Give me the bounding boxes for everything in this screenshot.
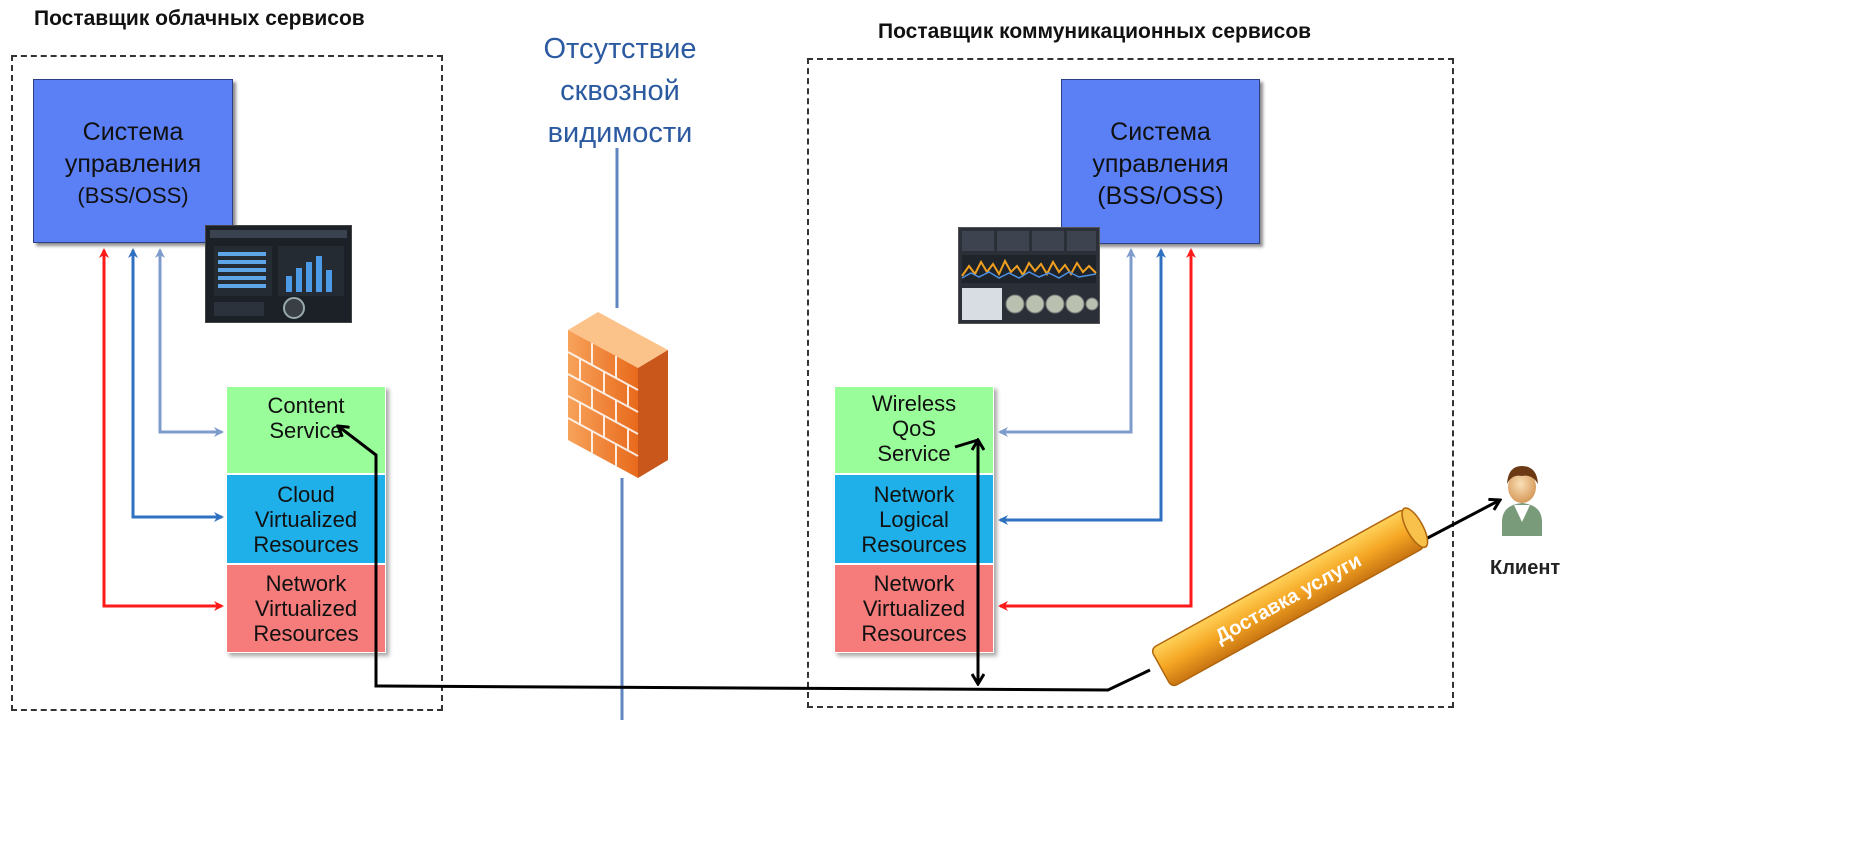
network-logical-line-2: Logical — [879, 506, 949, 532]
comm-mgmt-system-box: Система управления (BSS/OSS) — [1061, 79, 1260, 244]
comm-network-line-3: Resources — [861, 621, 967, 646]
network-logical-resources-layer: Network Logical Resources — [834, 474, 994, 564]
content-service-line-1: Content — [267, 393, 345, 418]
content-service-layer: Content Service — [226, 386, 386, 474]
cloud-network-line-3: Resources — [253, 621, 359, 646]
cloud-virtualized-line-1: Cloud — [277, 481, 335, 507]
cloud-dashboard-graphic — [210, 230, 347, 319]
cloud-network-line-2: Virtualized — [254, 596, 358, 621]
cloud-virtualized-resources-layer: Cloud Virtualized Resources — [226, 474, 386, 564]
comm-network-line-2: Virtualized — [862, 596, 966, 621]
comm-provider-region — [807, 58, 1454, 708]
no-visibility-line-2: сквозной — [560, 75, 680, 107]
comm-network-virtualized-resources-layer: Network Virtualized Resources — [834, 564, 994, 653]
no-visibility-line-1: Отсутствие — [543, 33, 697, 65]
cloud-layer-stack: Content Service Cloud Virtualized Resour… — [226, 386, 386, 653]
comm-layer-stack: Wireless QoS Service Network Logical Res… — [834, 386, 994, 653]
wireless-qos-service-layer: Wireless QoS Service — [834, 386, 994, 474]
cloud-network-line-1: Network — [265, 571, 347, 596]
wireless-qos-line-3: Service — [877, 441, 951, 466]
comm-mgmt-line-1: Система — [1110, 118, 1211, 146]
no-visibility-label: Отсутствие сквозной видимости — [520, 28, 720, 154]
cloud-mgmt-line-3: (BSS/OSS) — [77, 183, 189, 208]
cloud-virtualized-line-3: Resources — [253, 531, 359, 557]
wireless-qos-line-2: QoS — [891, 416, 937, 441]
comm-provider-title: Поставщик коммуникационных сервисов — [878, 20, 1312, 43]
cloud-dashboard-thumbnail — [205, 225, 352, 323]
wireless-qos-line-1: Wireless — [871, 391, 957, 416]
comm-mgmt-line-3: (BSS/OSS) — [1097, 182, 1224, 210]
cloud-mgmt-line-1: Система — [82, 118, 184, 146]
comm-dashboard-graphic — [961, 231, 1099, 320]
no-visibility-line-3: видимости — [547, 117, 693, 149]
cloud-network-virtualized-resources-layer: Network Virtualized Resources — [226, 564, 386, 653]
comm-mgmt-line-2: управления — [1092, 150, 1229, 178]
network-logical-line-1: Network — [873, 481, 955, 507]
content-service-line-2: Service — [269, 418, 343, 443]
cloud-provider-region — [11, 55, 443, 711]
firewall-icon — [567, 312, 668, 478]
network-logical-line-3: Resources — [861, 531, 967, 557]
cloud-mgmt-system-box: Система управления (BSS/OSS) — [33, 79, 233, 243]
client-label: Клиент — [1490, 557, 1561, 579]
comm-network-line-1: Network — [873, 571, 955, 596]
client-person-icon — [1502, 466, 1542, 536]
cloud-provider-title: Поставщик облачных сервисов — [34, 7, 365, 30]
cloud-mgmt-line-2: управления — [64, 150, 202, 178]
comm-dashboard-thumbnail — [958, 227, 1100, 324]
cloud-virtualized-line-2: Virtualized — [254, 506, 358, 532]
